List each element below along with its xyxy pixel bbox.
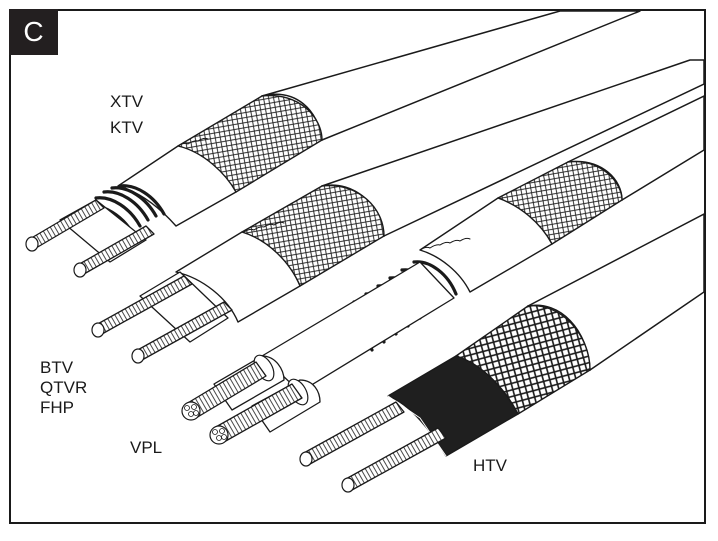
label-vpl: VPL <box>130 438 163 457</box>
label-htv: HTV <box>473 456 507 475</box>
cable-btv-qtvr-fhp <box>91 59 704 364</box>
cable3-core <box>261 261 455 393</box>
cable3-inner-jacket <box>419 197 553 293</box>
label-ktv: KTV <box>110 118 144 137</box>
cable-vpl <box>181 95 704 445</box>
cable4-black-core <box>387 355 519 457</box>
cable2-inner-jacket <box>175 231 301 323</box>
label-btv: BTV <box>40 358 74 377</box>
figure-badge: C <box>9 9 58 55</box>
cable-xtv-ktv <box>25 11 641 278</box>
label-fhp: FHP <box>40 398 74 417</box>
label-qtvr: QTVR <box>40 378 88 397</box>
cable-htv <box>299 213 704 493</box>
label-xtv: XTV <box>110 92 144 111</box>
